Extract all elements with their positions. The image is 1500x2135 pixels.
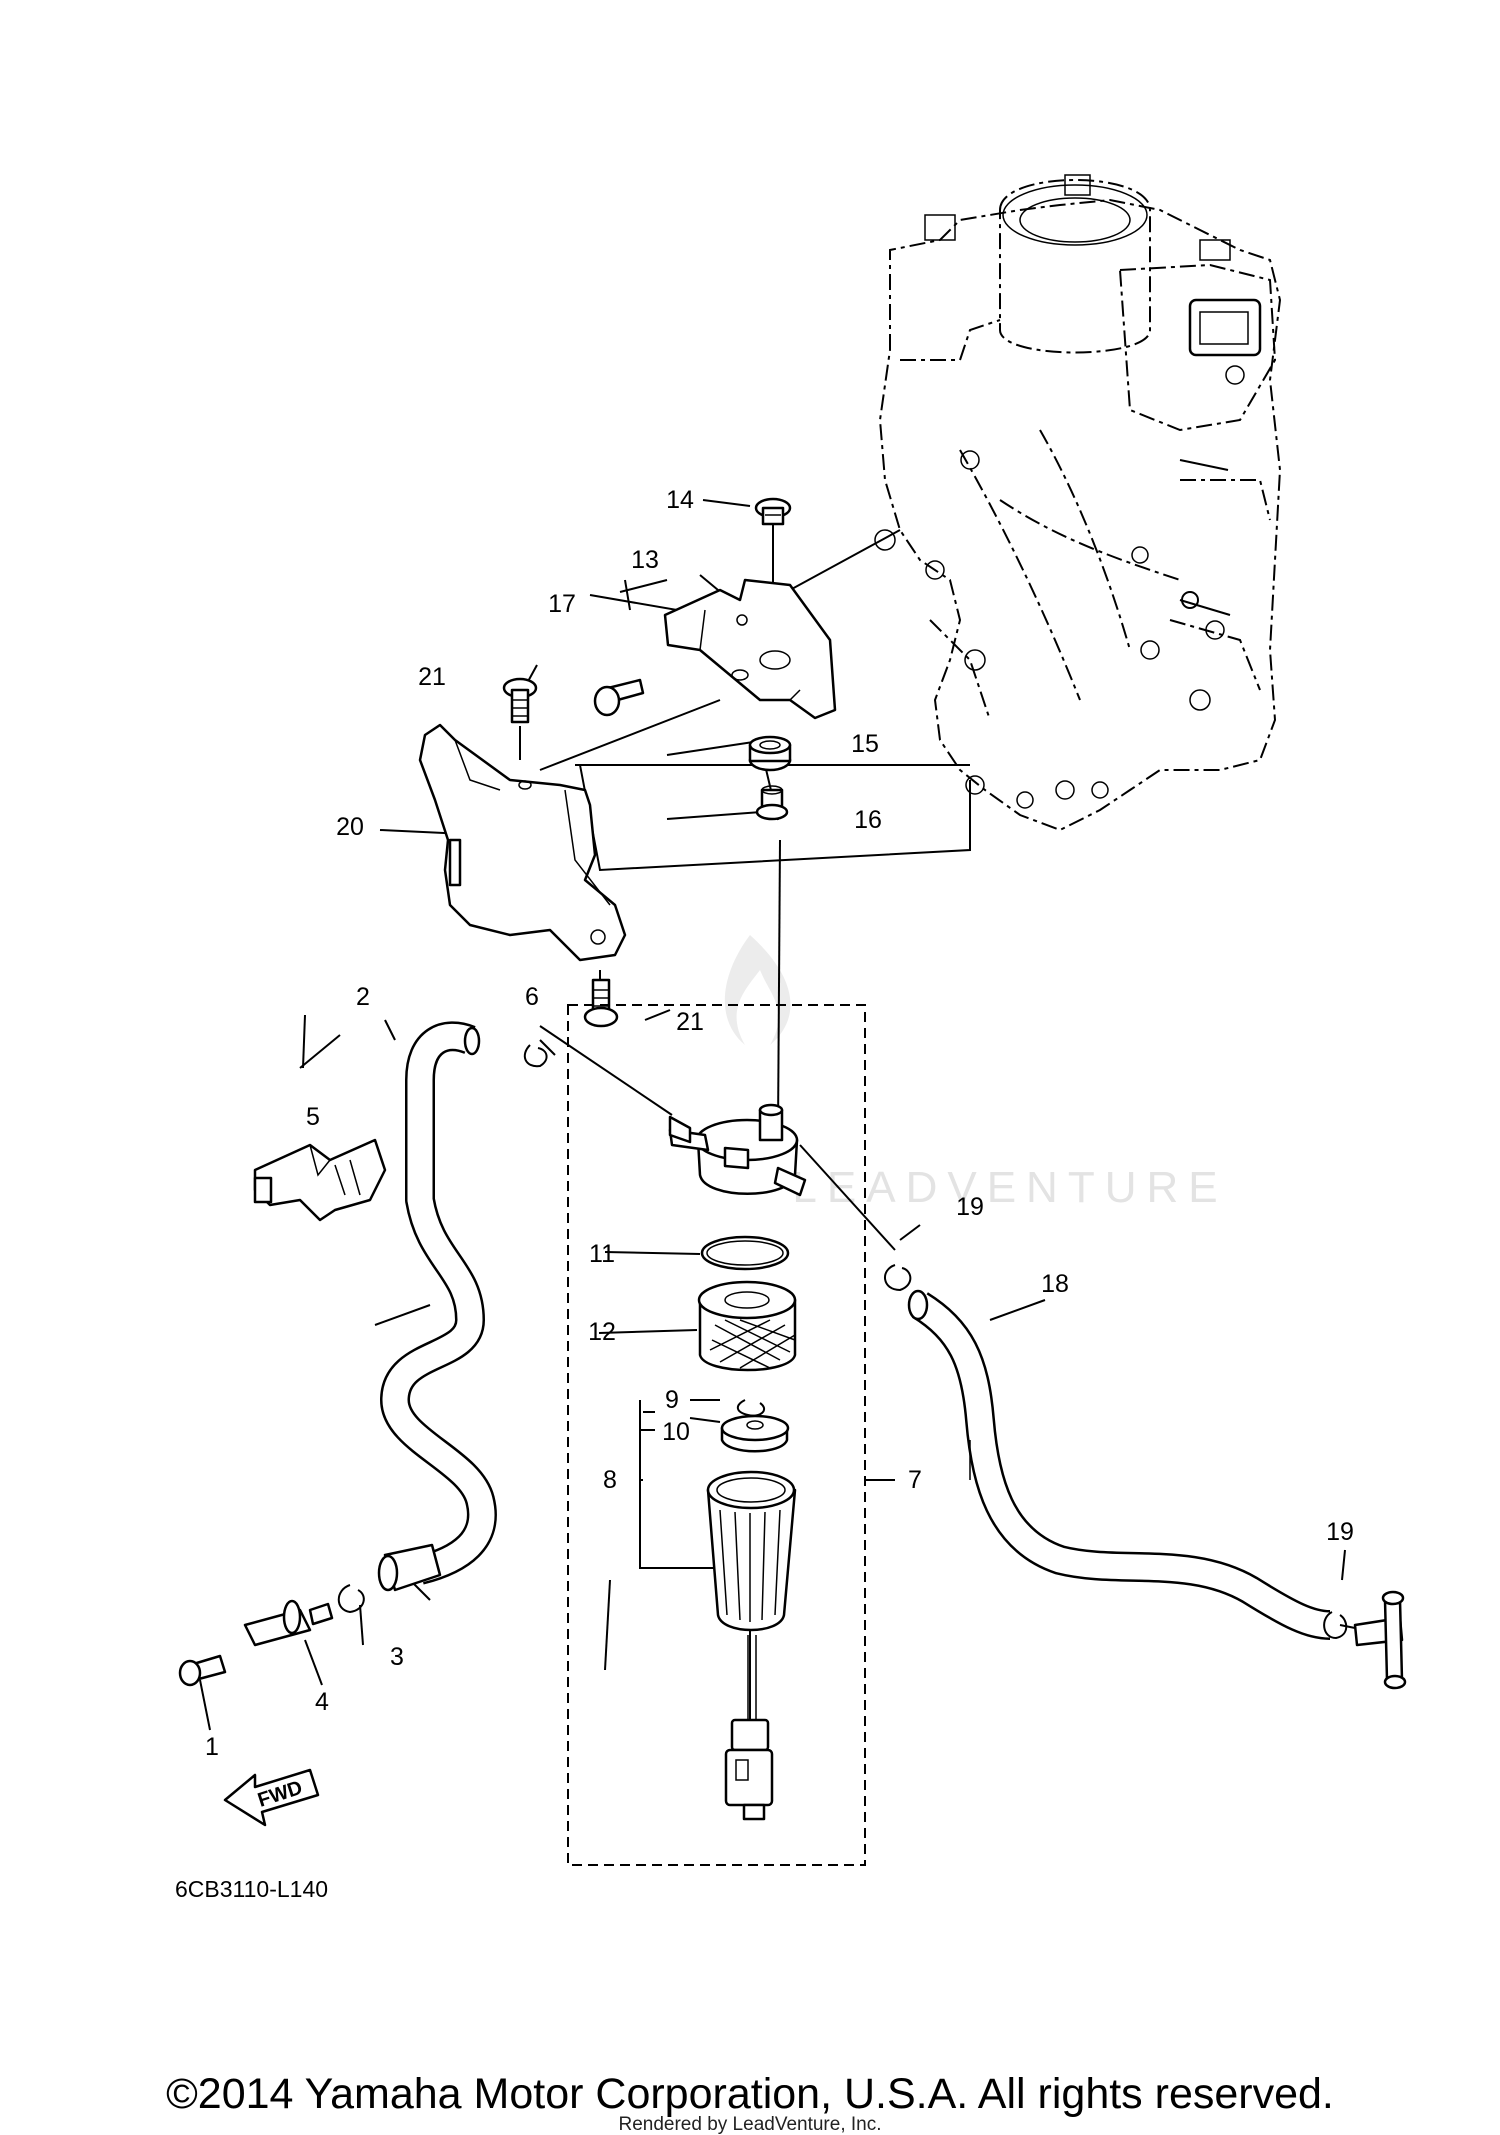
part-16-collar [755,785,789,821]
callout-9: 9 [665,1386,679,1414]
callout-17: 17 [548,590,576,618]
part-15-grommet [748,735,792,772]
watermark-text: LEADVENTURE [792,1163,1227,1212]
part-7-assembly-box [567,1004,866,1866]
callout-8: 8 [603,1466,617,1494]
diagram-code: 6CB3110-L140 [175,1876,328,1902]
part-3-clip [337,1584,365,1614]
callout-2: 2 [356,983,370,1011]
engine-block-outline [874,174,1282,832]
callout-21a: 21 [418,663,446,691]
callout-6: 6 [525,983,539,1011]
callout-11: 11 [589,1240,615,1268]
part-19-clip-lower [1323,1611,1348,1640]
part-21-bolt-upper [502,677,538,724]
callout-7: 7 [908,1466,922,1494]
callout-18: 18 [1041,1270,1069,1298]
callout-14: 14 [666,486,694,514]
part-8-filter-cup [706,1470,797,1821]
callout-19a: 19 [956,1193,984,1221]
part-10-float [720,1414,790,1453]
part-20-cover [418,723,627,962]
rendered-by-notice: Rendered by LeadVenture, Inc. [618,2114,881,2135]
part-18-hose [907,1289,1331,1640]
part-19-clip-upper [884,1264,912,1292]
callout-21b: 21 [676,1008,704,1036]
part-6-clip [523,1044,548,1068]
part-14-bolt [754,497,792,526]
callout-3: 3 [390,1643,404,1671]
part-13-bracket [663,578,837,720]
part-5-holder [253,1138,387,1222]
callout-15: 15 [851,730,879,758]
part-17-screw [593,678,645,717]
callout-4: 4 [315,1688,329,1716]
copyright-notice: ©2014 Yamaha Motor Corporation, U.S.A. A… [166,2070,1334,2118]
t-joint [1353,1590,1407,1690]
part-21-bolt-lower [583,978,619,1028]
callout-12: 12 [588,1318,616,1346]
part-4-joint [243,1599,334,1647]
callout-5: 5 [306,1103,320,1131]
callout-19b: 19 [1326,1518,1354,1546]
part-9-circlip [736,1399,766,1417]
callout-13: 13 [631,546,659,574]
fwd-arrow: FWD [223,1768,320,1827]
callout-1: 1 [205,1733,219,1761]
filter-head [668,1103,807,1197]
part-2-hose [377,1021,497,1592]
callout-10: 10 [662,1418,690,1446]
callout-16: 16 [854,806,882,834]
part-1-plug [178,1654,227,1687]
callout-20: 20 [336,813,364,841]
part-12-filter-element [697,1280,797,1372]
leadventure-watermark: LEADVENTURE [724,935,1227,1212]
callout-labels: 1 2 3 4 5 6 7 8 9 10 11 12 13 14 15 16 1… [205,486,1354,1761]
part-11-o-ring [700,1235,790,1271]
